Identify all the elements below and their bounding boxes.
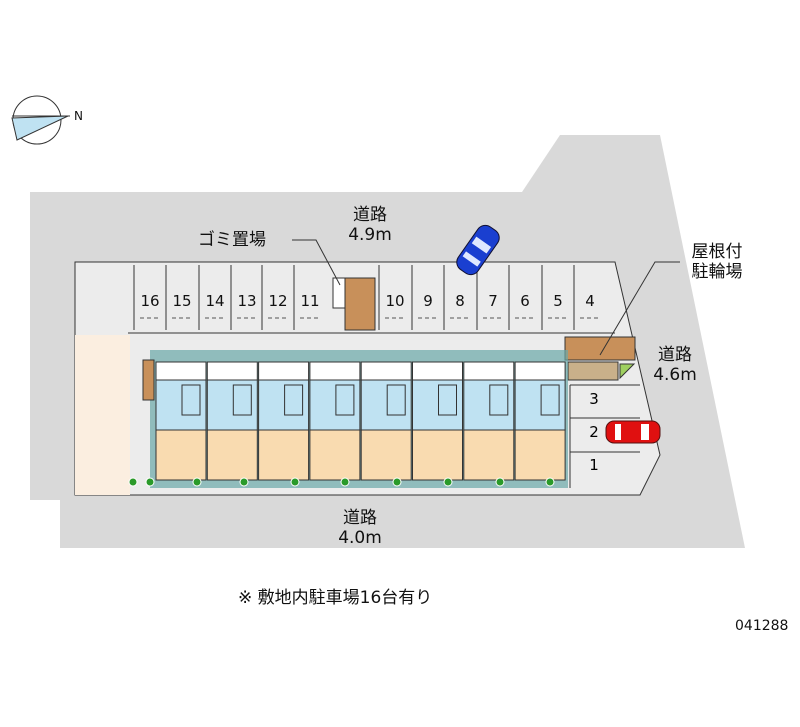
unit-wet-area <box>206 379 258 431</box>
road-north-width: 4.9m <box>348 225 392 245</box>
bike-shed-label: 屋根付駐輪場 <box>682 242 752 282</box>
parking-space-number: 5 <box>553 292 563 310</box>
unit-entry <box>155 361 207 381</box>
garbage-leader <box>292 239 341 286</box>
parking-space-number: 3 <box>589 390 599 408</box>
tree-icon <box>392 477 402 487</box>
car-blue <box>456 224 500 276</box>
unit-entry <box>412 361 463 381</box>
car-red <box>605 420 661 444</box>
unit-entry <box>514 361 566 381</box>
unit-wet-area <box>309 379 361 431</box>
tree-icon <box>443 477 453 487</box>
unit-wet-area <box>412 379 463 431</box>
unit-entry <box>309 361 361 381</box>
parking-top-area <box>128 265 615 334</box>
tree-icon <box>145 477 155 487</box>
road-north-name: 道路 <box>353 205 387 225</box>
unit-wet-area <box>360 379 412 431</box>
unit-room <box>206 429 258 481</box>
unit-wet-area <box>155 379 207 431</box>
tree-icon <box>495 477 505 487</box>
unit-room <box>514 429 566 481</box>
parking-space-number: 11 <box>300 292 320 310</box>
unit-room <box>463 429 515 481</box>
compass <box>11 95 70 145</box>
parking-space-number: 6 <box>520 292 530 310</box>
unit-room <box>155 429 207 481</box>
image-code: 041288 <box>735 618 789 634</box>
road-east-width: 4.6m <box>653 365 697 385</box>
parking-space-number: 14 <box>205 292 225 310</box>
bike-rack <box>142 359 155 401</box>
building-units <box>155 361 566 481</box>
parking-space-number: 1 <box>589 456 599 474</box>
parking-space-number: 4 <box>585 292 595 310</box>
unit-fixture <box>438 384 457 416</box>
parking-space-number: 10 <box>385 292 405 310</box>
bike-shed-label-2: 駐輪場 <box>691 262 743 282</box>
parking-space-number: 2 <box>589 423 599 441</box>
unit-fixture <box>284 384 304 416</box>
unit-room <box>412 429 463 481</box>
tree-icon <box>128 477 138 487</box>
parking-space-number: 8 <box>455 292 465 310</box>
tree-icon <box>192 477 202 487</box>
garbage-label: ゴミ置場 <box>198 230 266 250</box>
parking-space-number: 16 <box>140 292 160 310</box>
unit-entry <box>258 361 310 381</box>
parking-space-number: 12 <box>268 292 288 310</box>
bike-shed <box>564 336 636 361</box>
tree-icon <box>545 477 555 487</box>
unit-fixture <box>181 384 201 416</box>
unit-wet-area <box>258 379 310 431</box>
trees <box>128 477 555 487</box>
unit-fixture <box>540 384 560 416</box>
unit-room <box>309 429 361 481</box>
compass-north-label: N <box>74 109 83 123</box>
parking-note: ※ 敷地内駐車場16台有り <box>238 588 433 608</box>
unit-room <box>360 429 412 481</box>
side-yard <box>75 335 130 495</box>
bike-shed-leader <box>599 261 680 356</box>
parking-right-area: 3 2 1 <box>569 384 640 488</box>
tree-icon <box>340 477 350 487</box>
parking-space-number: 15 <box>172 292 192 310</box>
parking-space-number: 7 <box>488 292 498 310</box>
unit-fixture <box>386 384 406 416</box>
unit-fixture <box>335 384 355 416</box>
garbage-area <box>344 277 376 331</box>
road-east-name: 道路 <box>658 345 692 365</box>
unit-wet-area <box>514 379 566 431</box>
road-south-width: 4.0m <box>338 528 382 548</box>
road-south-name: 道路 <box>343 508 377 528</box>
unit-fixture <box>232 384 252 416</box>
bike-shed-label-1: 屋根付 <box>691 242 743 262</box>
garbage-box <box>332 277 346 309</box>
unit-entry <box>463 361 515 381</box>
unit-room <box>258 429 310 481</box>
green-marker <box>619 363 636 380</box>
tree-icon <box>290 477 300 487</box>
unit-fixture <box>489 384 509 416</box>
tree-icon <box>239 477 249 487</box>
parking-space-number: 9 <box>423 292 433 310</box>
unit-entry <box>206 361 258 381</box>
bike-shed-floor <box>567 361 619 381</box>
unit-wet-area <box>463 379 515 431</box>
parking-space-number: 13 <box>237 292 257 310</box>
unit-entry <box>360 361 412 381</box>
